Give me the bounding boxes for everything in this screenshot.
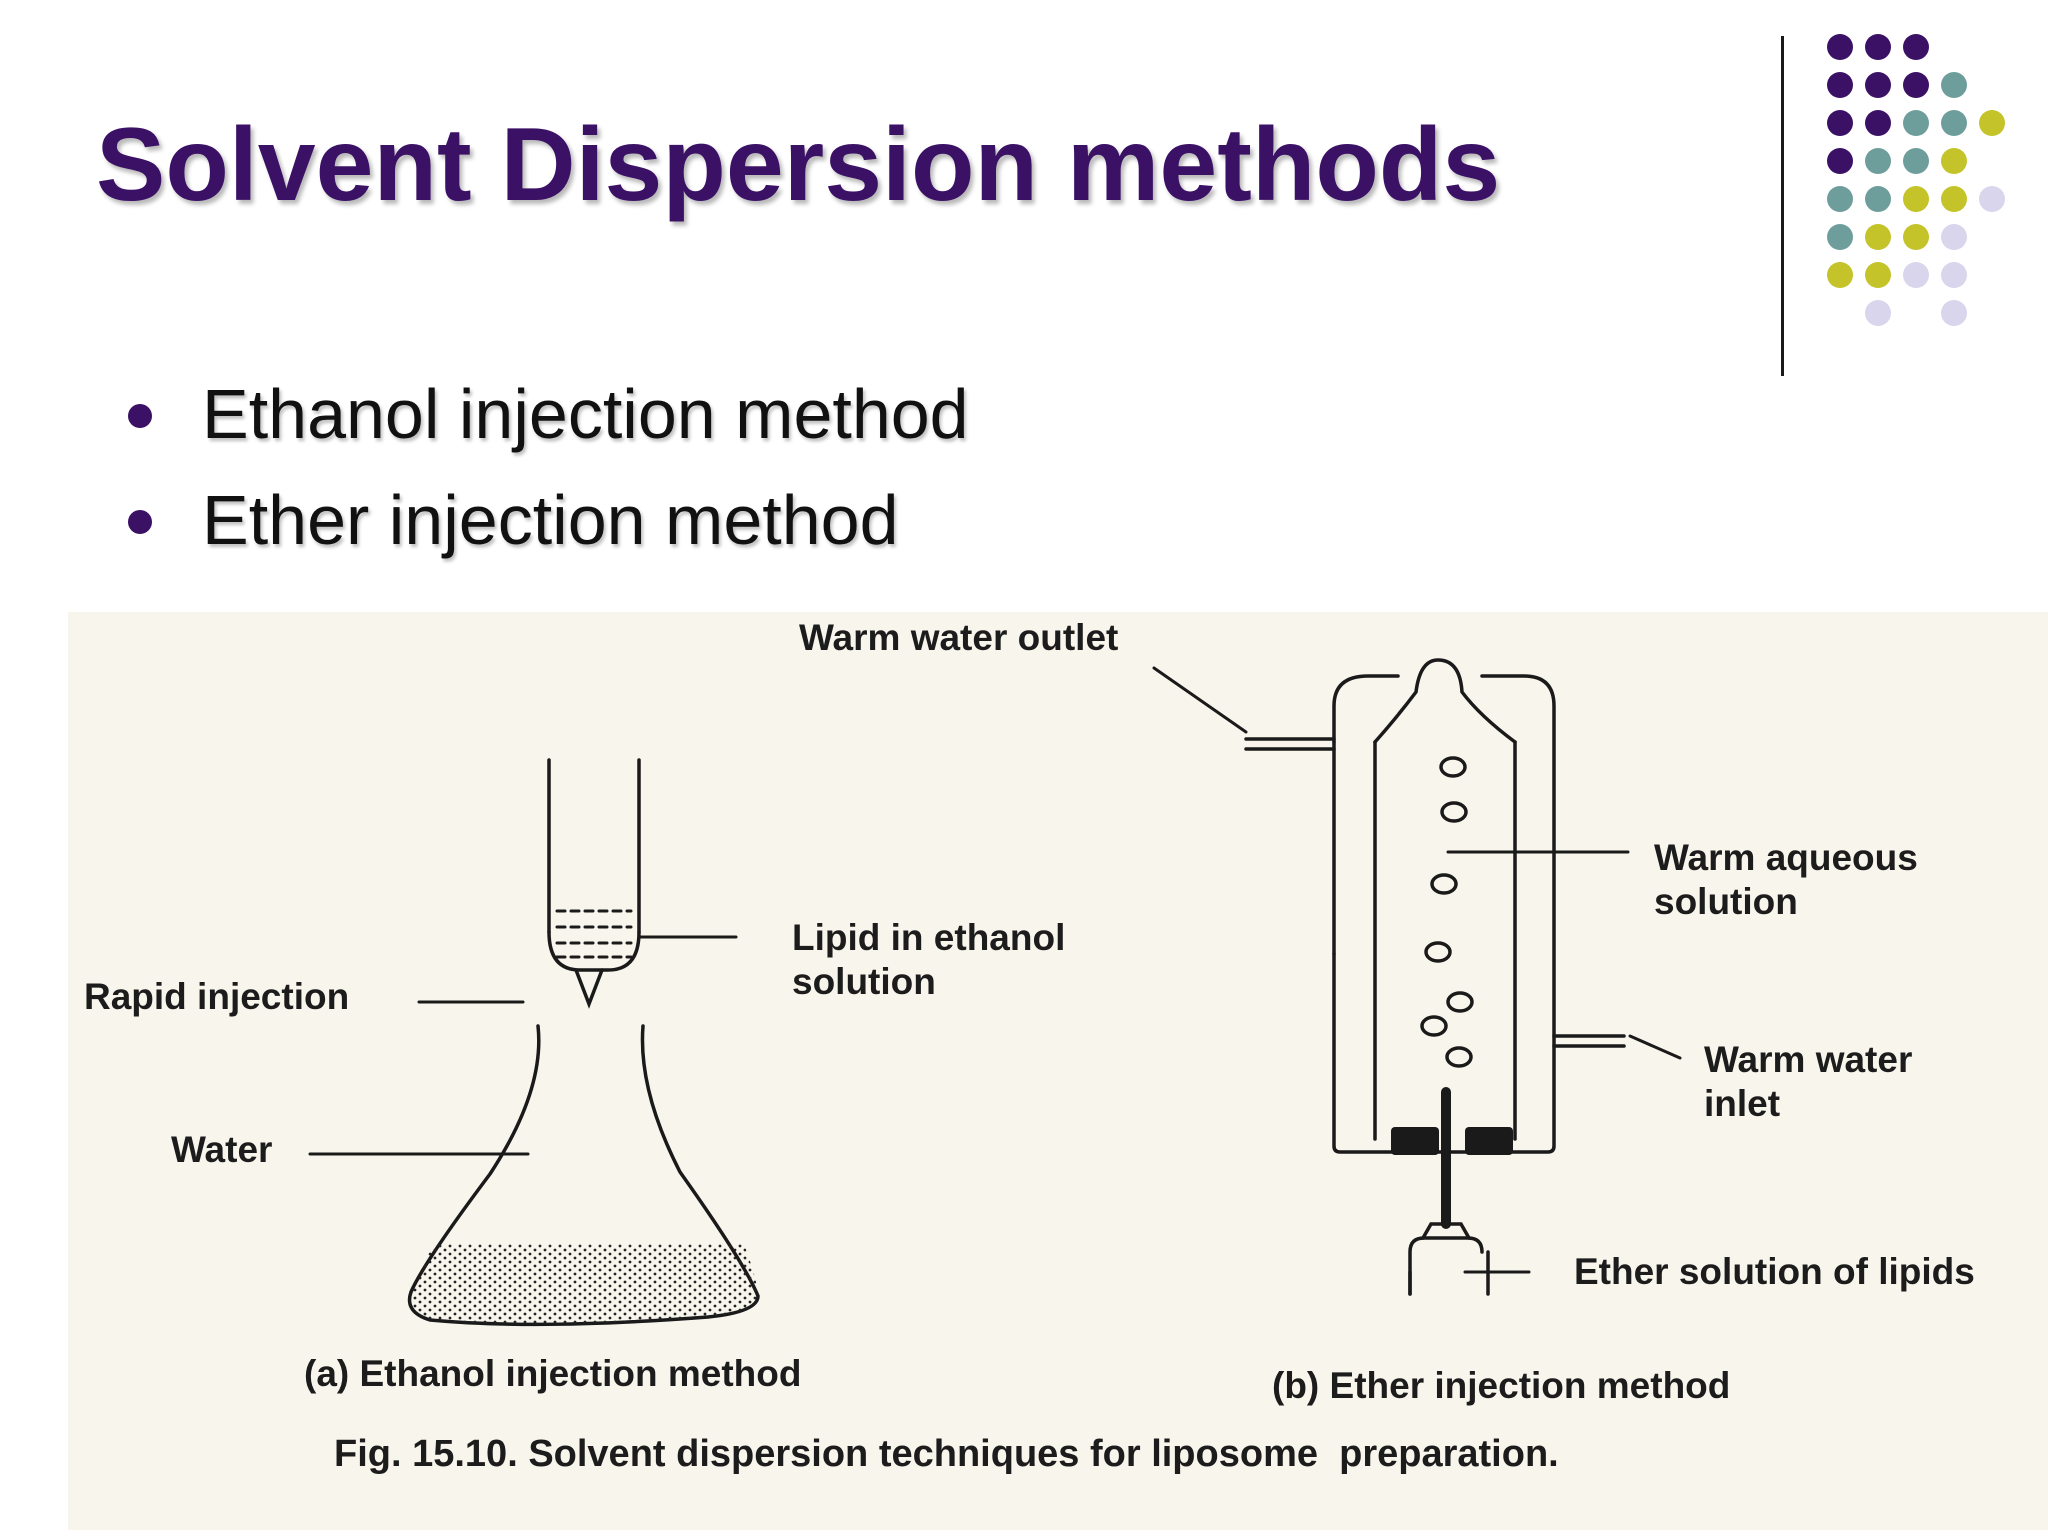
decorative-dot-grid [1827,34,2005,326]
label-warm-water-inlet-2: inlet [1704,1083,1781,1124]
decor-dot [1979,110,2005,136]
label-ether-solution: Ether solution of lipids [1574,1251,1975,1292]
decor-dot [1865,110,1891,136]
water-stipple-shape [409,1244,758,1325]
decor-dot [1865,148,1891,174]
decor-dot [1941,110,1967,136]
label-warm-aqueous-1: Warm aqueous [1654,837,1918,878]
decor-dot [1941,148,1967,174]
decor-dot [1903,186,1929,212]
decor-dot [1903,224,1929,250]
bullet-ethanol-injection: Ethanol injection method [122,372,969,478]
bubble-shape [1440,801,1468,823]
bullet-text: Ethanol injection method [202,375,969,453]
decor-dot [1979,186,2005,212]
decor-dot [1941,262,1967,288]
liposome-preparation-figure: Warm water outlet Warm aqueous solution … [68,612,2048,1530]
bullet-dot-icon [128,510,152,534]
label-rapid-injection: Rapid injection [84,976,350,1017]
decor-dot [1827,148,1853,174]
decor-dot [1865,72,1891,98]
decor-dot [1865,186,1891,212]
apparatus-diagram [308,658,1682,1327]
bubbles-group [1420,756,1474,1068]
seal-right-shape [1465,1127,1513,1155]
decor-dot [1941,300,1967,326]
decor-dot [1903,72,1929,98]
pipette-shape [547,758,641,1009]
label-lipid-ethanol-1: Lipid in ethanol [792,917,1066,958]
label-warm-aqueous-2: solution [1654,881,1798,922]
decor-dot [1827,262,1853,288]
decor-dot [1865,300,1891,326]
figure-caption: Fig. 15.10. Solvent dispersion technique… [334,1432,1559,1476]
bubble-shape [1430,873,1458,895]
decor-dot [1827,72,1853,98]
decor-dot [1903,148,1929,174]
decor-dot [1941,72,1967,98]
water-jacket-shape [1244,674,1626,1154]
decor-dot [1865,224,1891,250]
bullet-ether-injection: Ether injection method [122,478,969,584]
decor-dot [1941,224,1967,250]
bubble-shape [1424,941,1452,963]
bubble-shape [1445,1046,1473,1068]
header-divider [1781,36,1784,376]
figure-caption-text: Solvent dispersion techniques for liposo… [528,1433,1559,1475]
label-warm-water-outlet: Warm water outlet [799,617,1119,658]
decor-dot [1903,262,1929,288]
bullet-text: Ether injection method [202,481,899,559]
decor-dot [1827,110,1853,136]
bubble-shape [1420,1015,1448,1037]
figure-number: Fig. 15.10. [334,1433,518,1475]
bubble-shape [1446,991,1474,1013]
decor-dot [1827,186,1853,212]
slide-title: Solvent Dispersion methods [96,107,1501,223]
label-warm-water-inlet-1: Warm water [1704,1039,1913,1080]
bubble-shape [1439,756,1467,778]
seal-left-shape [1391,1127,1439,1155]
decor-dot [1827,224,1853,250]
decor-dot [1941,186,1967,212]
label-lipid-ethanol-2: solution [792,961,936,1002]
label-water: Water [171,1129,273,1170]
inner-tube-shape [1373,658,1517,1141]
bullet-list: Ethanol injection method Ether injection… [122,372,969,584]
decor-dot [1903,110,1929,136]
decor-dot [1865,262,1891,288]
caption-a: (a) Ethanol injection method [304,1353,802,1394]
decor-dot [1903,34,1929,60]
bullet-dot-icon [128,404,152,428]
decor-dot [1827,34,1853,60]
decor-dot [1865,34,1891,60]
caption-b: (b) Ether injection method [1272,1365,1731,1406]
syringe-shape [1408,1087,1490,1296]
